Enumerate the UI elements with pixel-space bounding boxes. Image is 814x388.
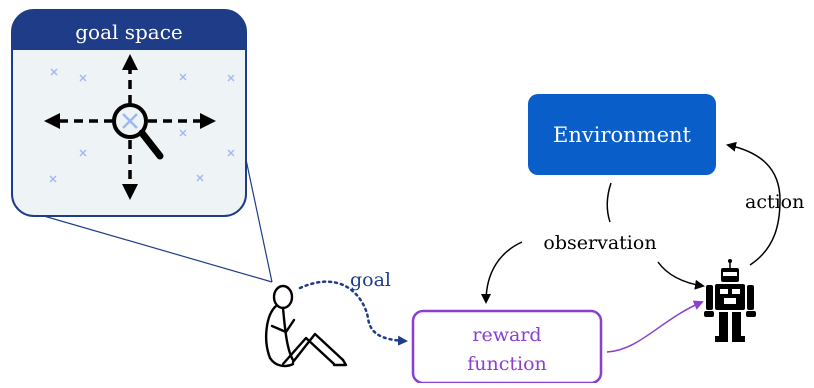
magnifier-icon [112,103,164,160]
cross-marker-icon [179,129,187,137]
cross-marker-icon [179,73,187,81]
cross-marker-icon [49,175,57,183]
environment-node: Environment [528,94,716,175]
callout-pointer-line [29,211,273,283]
cross-marker-icon [227,149,235,157]
reward-function-node: reward function [411,309,603,385]
goal-arrow [298,280,408,346]
environment-box [528,94,716,175]
reward-label-line1: reward [472,324,541,346]
cross-marker-icon [196,174,204,182]
goal-space-header [12,10,246,50]
reward-to-robot-arrow [606,300,704,353]
observation-label-bg [528,226,672,258]
person-sitting-icon [264,284,348,368]
cross-marker-icon [227,74,235,82]
robot-icon [704,259,756,342]
cross-marker-icon [79,149,87,157]
cross-marker-icon [50,68,58,76]
observation-to-robot-arrow [657,261,705,290]
action-label: action [745,191,804,213]
action-arrow [726,141,781,266]
observation-stem [606,182,612,223]
goal-label: goal [350,269,391,291]
edges [298,141,781,353]
cross-marker-icon [79,74,87,82]
reward-label-line2: function [467,353,547,375]
goal-markers [49,68,235,183]
goal-space-border [11,9,247,217]
environment-label: Environment [553,123,692,147]
observation-to-reward-arrow [481,241,523,304]
goal-space-callout: goal space [11,9,273,283]
observation-label: observation [543,232,656,254]
four-way-arrow-icon [44,54,216,200]
callout-pointer-line [243,149,273,283]
goal-space-title: goal space [75,20,183,44]
